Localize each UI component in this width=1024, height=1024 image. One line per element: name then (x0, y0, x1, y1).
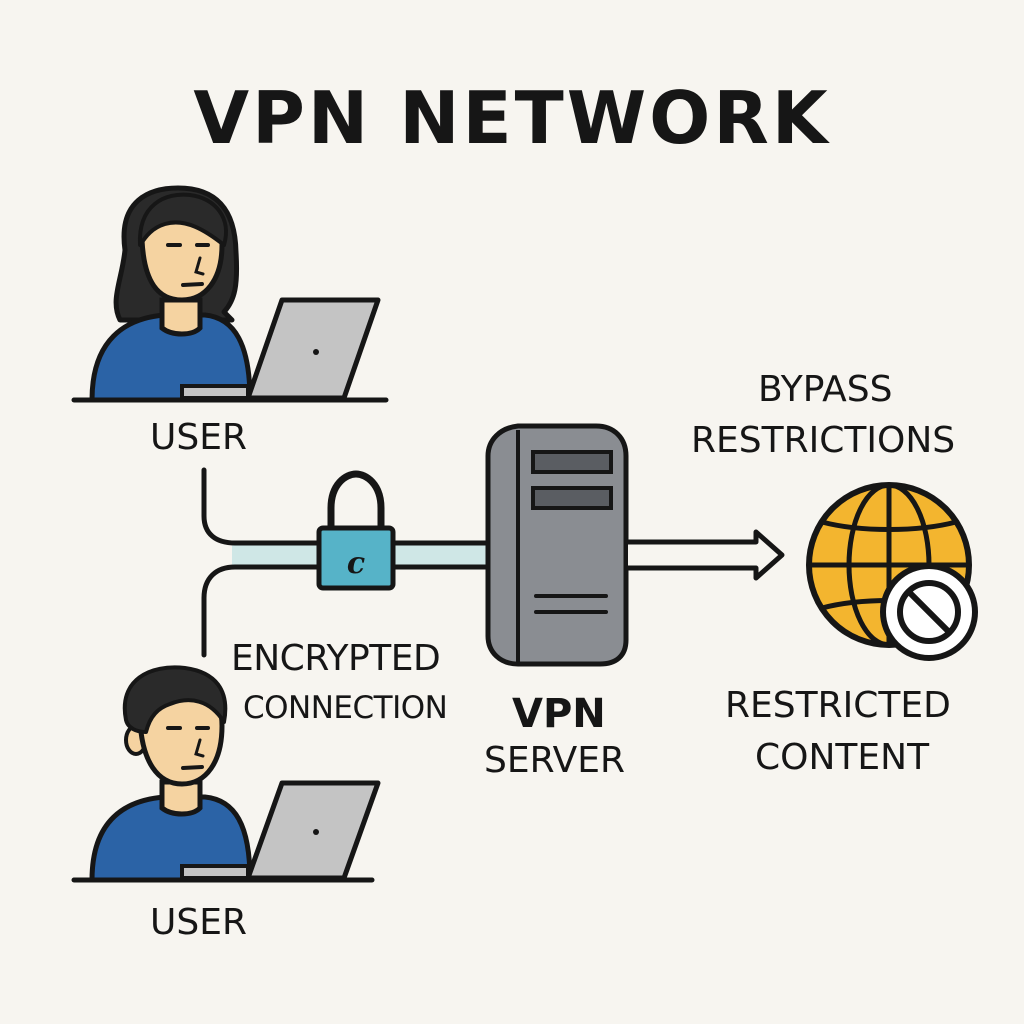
user-bottom-figure (71, 665, 381, 883)
padlock-icon (316, 470, 396, 591)
server-icon (485, 423, 629, 667)
user-top-label: USER (150, 417, 247, 458)
encrypted-label: ENCRYPTED (231, 638, 441, 679)
arrow-icon (628, 529, 785, 581)
restricted-label: RESTRICTED (725, 685, 951, 726)
restrictions-label: RESTRICTIONS (691, 420, 956, 461)
bypass-label: BYPASS (758, 369, 893, 410)
content-label: CONTENT (755, 737, 930, 778)
server-label: SERVER (484, 740, 626, 781)
user-bottom-label: USER (150, 902, 247, 943)
vpn-label: VPN (512, 691, 606, 737)
padlock-glyph: c (347, 546, 365, 581)
user-top-figure (71, 185, 389, 403)
blocked-icon (880, 563, 978, 661)
page-title: VPN NETWORK (193, 76, 831, 160)
connection-label: CONNECTION (243, 690, 448, 726)
